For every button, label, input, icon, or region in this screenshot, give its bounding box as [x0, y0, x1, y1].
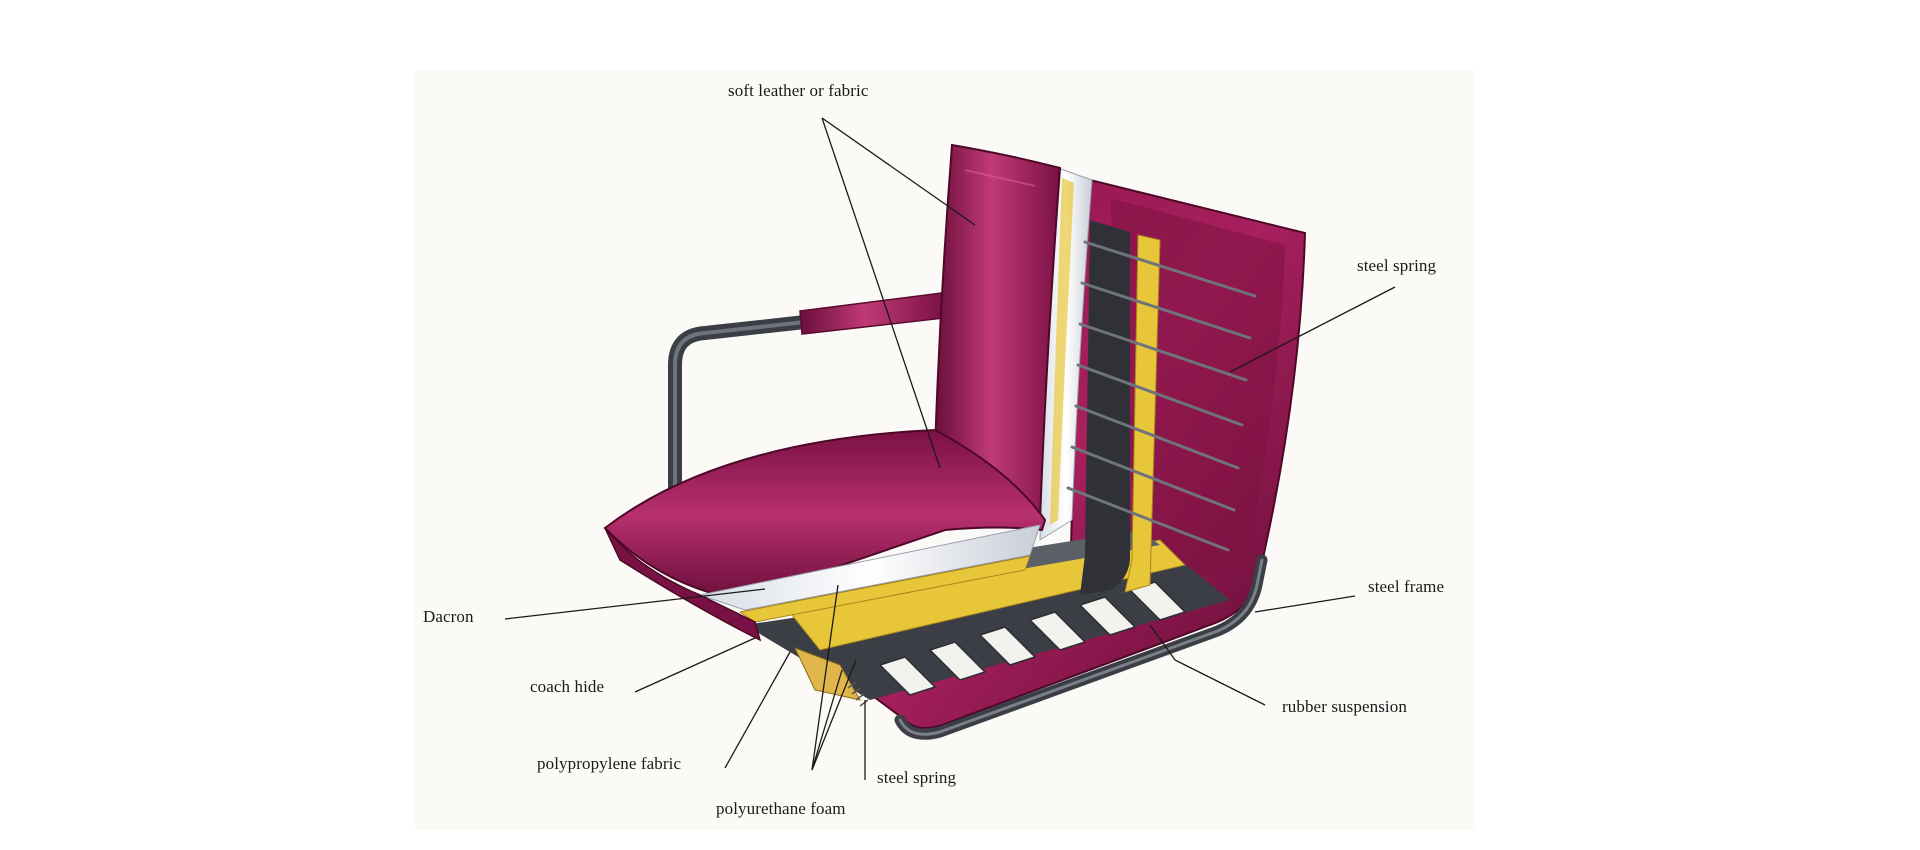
- armrest: [668, 292, 945, 497]
- label-steel-frame: steel frame: [1368, 577, 1445, 596]
- steel-frame-tube: [894, 554, 1268, 740]
- seat-front-edge: [794, 647, 869, 707]
- label-steel-spring-back: steel spring: [1357, 256, 1437, 275]
- back-steel-springs: [1066, 240, 1257, 552]
- seat-cushion: [603, 428, 1047, 642]
- label-polypropylene-fabric: polypropylene fabric: [537, 754, 682, 773]
- leader-lines: [504, 117, 1396, 780]
- label-coach-hide: coach hide: [530, 677, 605, 696]
- rubber-suspension-straps: [878, 581, 1187, 696]
- label-rubber-suspension: rubber suspension: [1282, 697, 1407, 716]
- label-soft-leather-or-fabric: soft leather or fabric: [728, 81, 869, 100]
- label-polyurethane-foam: polyurethane foam: [716, 799, 846, 818]
- label-dacron: Dacron: [423, 607, 474, 626]
- label-steel-spring-seat: steel spring: [877, 768, 957, 787]
